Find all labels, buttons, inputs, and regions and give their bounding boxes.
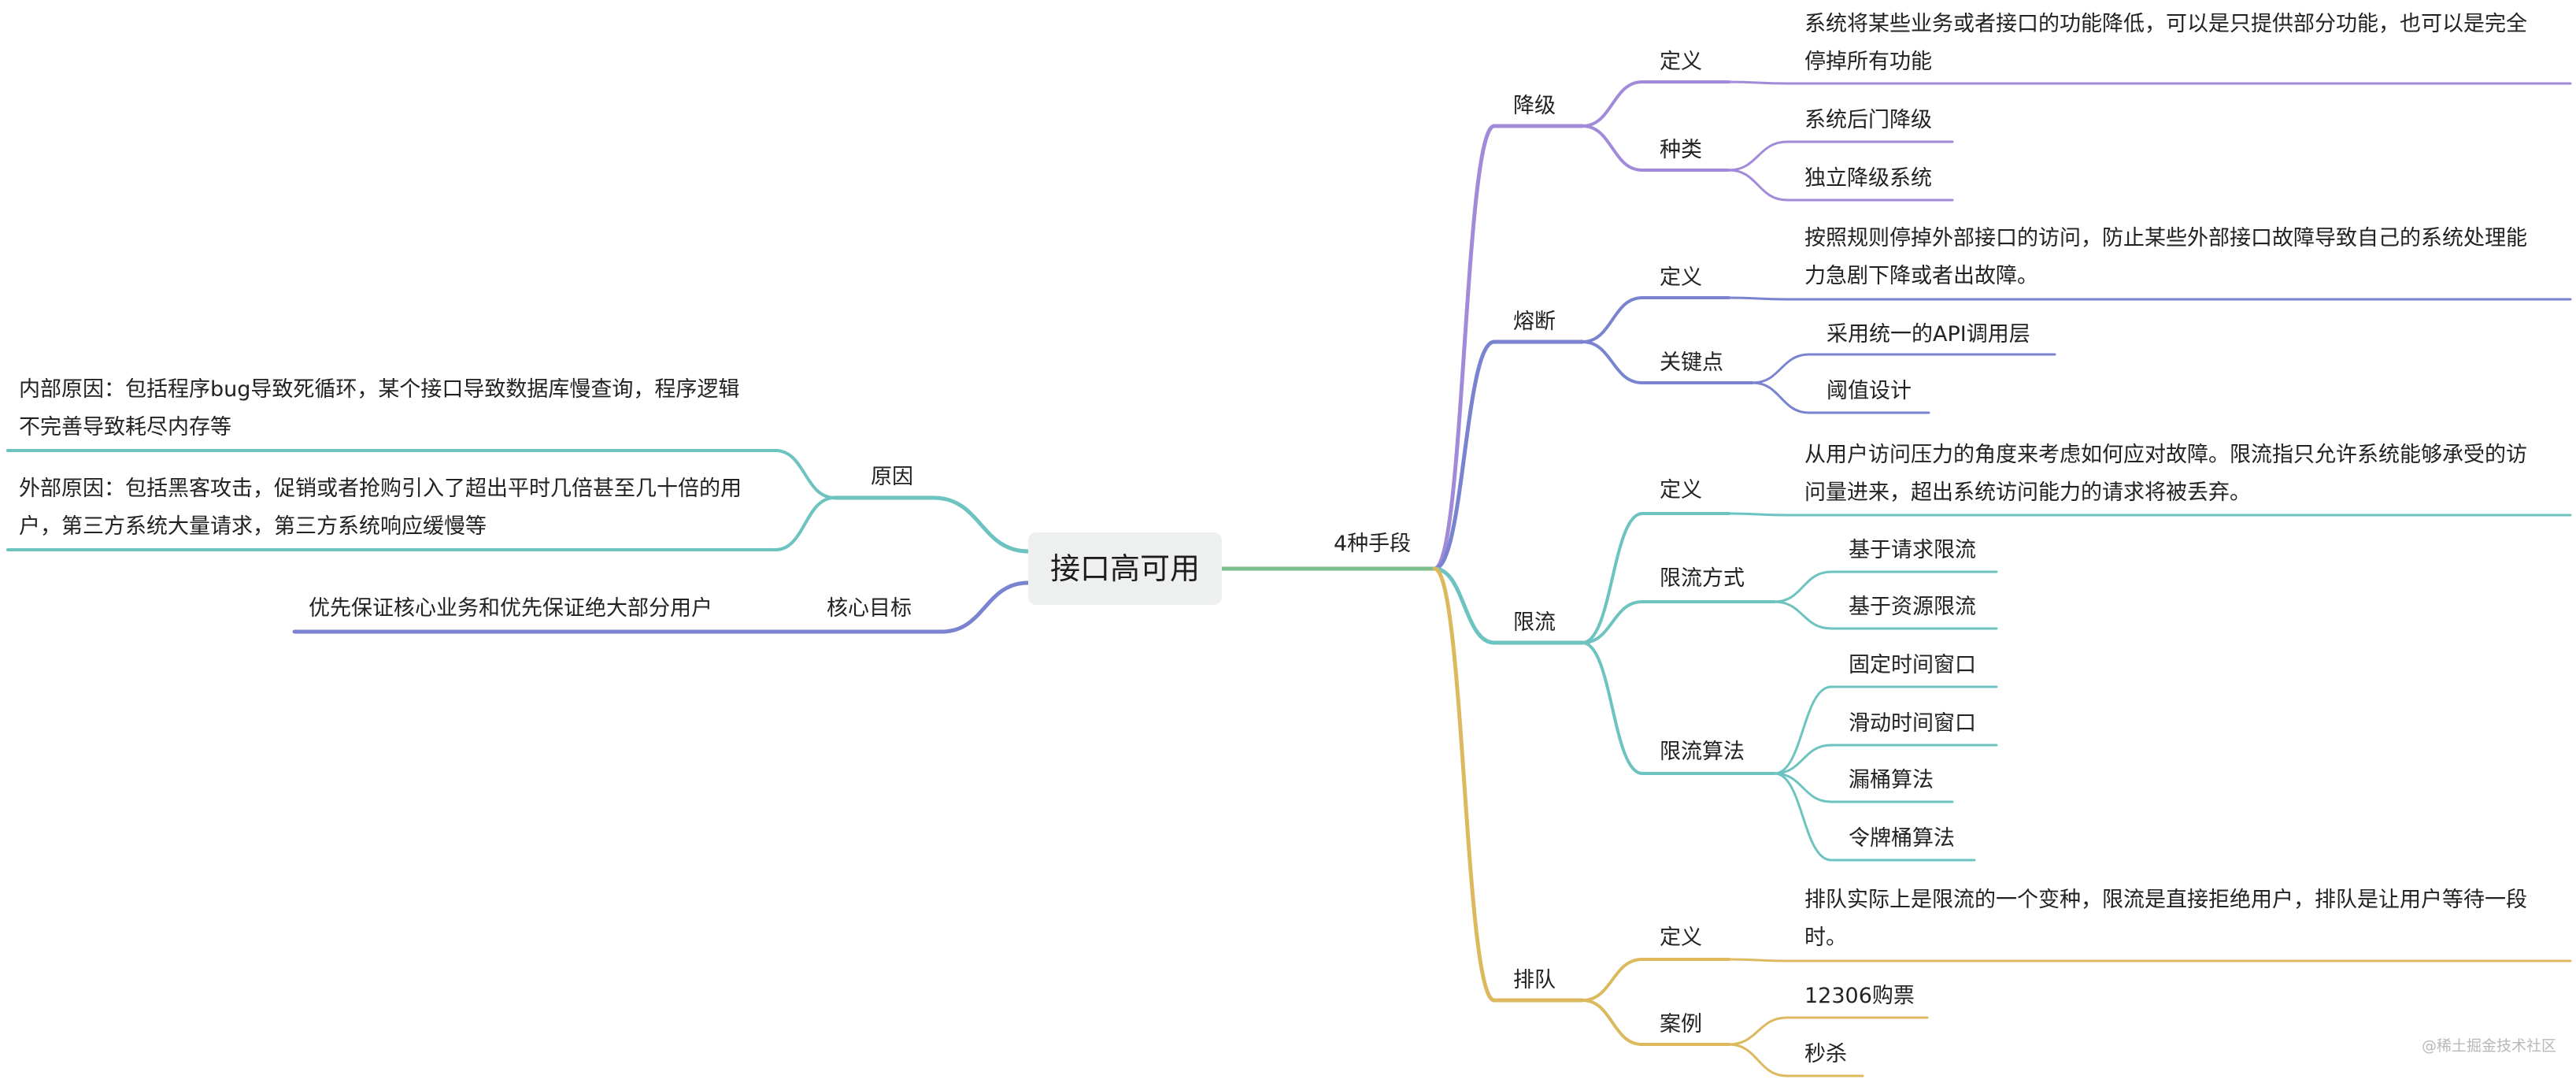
degrade-kind-2-link bbox=[1727, 169, 1954, 202]
degrade-kind-1: 系统后门降级 bbox=[1804, 108, 1932, 132]
limit-algo-1-link bbox=[1773, 685, 1998, 775]
watermark: @稀土掘金技术社区 bbox=[2422, 1037, 2557, 1055]
external-reason-line-1: 外部原因：包括黑客攻击，促销或者抢购引入了超出平时几倍甚至几十倍的用 bbox=[19, 477, 742, 501]
queue-def-line-1: 排队实际上是限流的一个变种，限流是直接拒绝用户，排队是让用户等待一段 bbox=[1804, 888, 2527, 912]
limit-algo-link bbox=[1581, 641, 1776, 775]
fuse-key-link bbox=[1581, 340, 1754, 384]
goal-text: 优先保证核心业务和优先保证绝大部分用户 bbox=[309, 596, 712, 621]
reason-to-internal-link bbox=[6, 449, 836, 499]
limit-mode-1: 基于请求限流 bbox=[1849, 538, 1976, 562]
fuse-key-2: 阈值设计 bbox=[1827, 379, 1912, 403]
queue-def-line-2: 时。 bbox=[1804, 925, 1847, 950]
fuse-def-link bbox=[1581, 296, 1730, 343]
degrade-def-line-1: 系统将某些业务或者接口的功能降低，可以是只提供部分功能，也可以是完全 bbox=[1804, 12, 2527, 36]
reason-to-external-link bbox=[6, 496, 836, 551]
root-node[interactable]: 接口高可用 bbox=[1028, 532, 1222, 605]
fuse-def-text-link bbox=[1727, 296, 2572, 301]
fuse-key-2-link bbox=[1751, 381, 1930, 414]
limit-algo-3-link bbox=[1773, 772, 1954, 803]
degrade-def-text-link bbox=[1727, 80, 2572, 85]
limit-def-link bbox=[1581, 512, 1730, 644]
queue-def-node[interactable]: 定义 bbox=[1660, 925, 1702, 950]
goal-node[interactable]: 核心目标 bbox=[827, 596, 912, 621]
limit-node[interactable]: 限流 bbox=[1513, 610, 1556, 635]
degrade-node[interactable]: 降级 bbox=[1513, 94, 1556, 118]
limit-algo-3: 漏桶算法 bbox=[1849, 768, 1934, 792]
queue-node[interactable]: 排队 bbox=[1513, 968, 1556, 992]
limit-algo-2: 滑动时间窗口 bbox=[1849, 711, 1976, 736]
limit-mode-1-link bbox=[1773, 570, 1998, 603]
fuse-key-1: 采用统一的API调用层 bbox=[1827, 322, 2030, 347]
fuse-node[interactable]: 熔断 bbox=[1513, 310, 1556, 334]
fuse-def-line-2: 力急剧下降或者出故障。 bbox=[1804, 264, 2038, 288]
root-to-goal-link bbox=[292, 580, 1031, 634]
internal-reason-line-2: 不完善导致耗尽内存等 bbox=[19, 415, 231, 440]
degrade-def-link bbox=[1581, 80, 1730, 128]
limit-algo-4-link bbox=[1773, 772, 1976, 862]
means-to-queue-link bbox=[1432, 566, 1585, 1003]
limit-algo-node[interactable]: 限流算法 bbox=[1660, 740, 1745, 764]
means-to-limit-link bbox=[1432, 566, 1585, 645]
limit-mode-node[interactable]: 限流方式 bbox=[1660, 566, 1745, 591]
limit-def-text-link bbox=[1727, 512, 2572, 517]
limit-def-line-2: 问量进来，超出系统访问能力的请求将被丢弃。 bbox=[1804, 480, 2251, 505]
root-to-reason-link bbox=[832, 495, 1031, 554]
fuse-def-line-1: 按照规则停掉外部接口的访问，防止某些外部接口故障导致自己的系统处理能 bbox=[1804, 226, 2527, 250]
limit-algo-2-link bbox=[1773, 744, 1998, 775]
limit-mode-2: 基于资源限流 bbox=[1849, 595, 1976, 619]
reason-node[interactable]: 原因 bbox=[871, 465, 913, 489]
limit-algo-1: 固定时间窗口 bbox=[1849, 653, 1976, 677]
means-node[interactable]: 4种手段 bbox=[1334, 532, 1412, 556]
queue-def-text-link bbox=[1727, 958, 2572, 962]
degrade-kind-2: 独立降级系统 bbox=[1804, 166, 1932, 191]
queue-case-node[interactable]: 案例 bbox=[1660, 1012, 1702, 1037]
degrade-def-node[interactable]: 定义 bbox=[1660, 50, 1702, 74]
fuse-key-1-link bbox=[1751, 353, 2056, 384]
means-to-fuse-link bbox=[1432, 339, 1585, 571]
queue-case-2: 秒杀 bbox=[1804, 1042, 1847, 1066]
limit-algo-4: 令牌桶算法 bbox=[1849, 826, 1955, 851]
queue-case-1-link bbox=[1727, 1016, 1929, 1046]
means-to-degrade-link bbox=[1432, 124, 1585, 571]
internal-reason-line-1: 内部原因：包括程序bug导致死循环，某个接口导致数据库慢查询，程序逻辑 bbox=[19, 377, 740, 402]
queue-case-link bbox=[1581, 999, 1730, 1046]
limit-def-node[interactable]: 定义 bbox=[1660, 478, 1702, 503]
queue-case-2-link bbox=[1727, 1043, 1864, 1077]
degrade-kind-1-link bbox=[1727, 140, 1954, 172]
queue-case-1: 12306购票 bbox=[1804, 984, 1915, 1008]
limit-def-line-1: 从用户访问压力的角度来考虑如何应对故障。限流指只允许系统能够承受的访 bbox=[1804, 443, 2527, 467]
fuse-def-node[interactable]: 定义 bbox=[1660, 265, 1702, 290]
degrade-def-line-2: 停掉所有功能 bbox=[1804, 50, 1932, 74]
limit-mode-link bbox=[1581, 600, 1776, 644]
limit-mode-2-link bbox=[1773, 600, 1998, 630]
external-reason-line-2: 户，第三方系统大量请求，第三方系统响应缓慢等 bbox=[19, 514, 487, 539]
degrade-kinds-link bbox=[1581, 124, 1730, 172]
degrade-kinds-node[interactable]: 种类 bbox=[1660, 138, 1702, 162]
queue-def-link bbox=[1581, 958, 1730, 1002]
fuse-key-node[interactable]: 关键点 bbox=[1660, 350, 1723, 375]
